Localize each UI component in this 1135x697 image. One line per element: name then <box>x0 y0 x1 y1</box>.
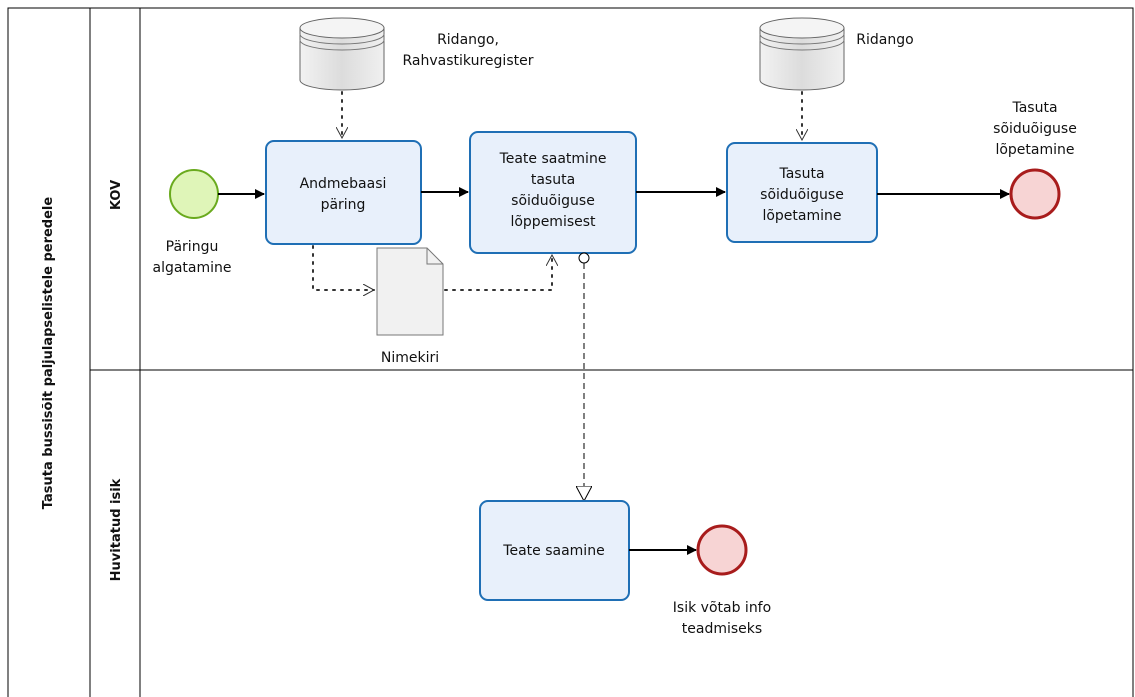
data-store-icon <box>759 28 845 91</box>
task-label: Teate saamine <box>502 543 604 559</box>
document-fold <box>426 248 443 265</box>
data-store-label: Ridango <box>856 32 913 48</box>
task-teate-saamine[interactable]: Teate saamine <box>479 500 630 601</box>
lane-label-kov: KOV <box>109 180 124 210</box>
message-flow-start-circle <box>578 252 590 264</box>
start-event-circle <box>169 169 219 219</box>
data-store-ridango-rahvastikuregister[interactable]: Ridango, Rahvastikuregister <box>299 17 534 91</box>
start-event-label-line1: Päringu <box>166 239 219 255</box>
data-store-ring <box>299 33 385 45</box>
task-label-line3: lõpetamine <box>762 208 841 224</box>
task-tasuta-soiduoiguse-lopetamine[interactable]: Tasuta sõiduõiguse lõpetamine <box>726 142 878 243</box>
sequence-flows <box>218 187 1010 199</box>
end-event-circle <box>696 524 748 576</box>
end-event-label-line2: teadmiseks <box>682 621 762 637</box>
data-associations <box>312 91 802 291</box>
task-label-line1: Andmebaasi <box>300 176 387 192</box>
task-label-line2: tasuta <box>531 172 575 188</box>
end-event-kov[interactable]: Tasuta sõiduõiguse lõpetamine <box>993 100 1077 220</box>
message-flow <box>578 252 590 501</box>
start-event-label-line2: algatamine <box>152 260 231 276</box>
data-store-ridango[interactable]: Ridango <box>759 17 914 91</box>
end-event-label-line3: lõpetamine <box>995 142 1074 158</box>
task-label-line1: Tasuta <box>778 166 824 182</box>
end-event-label-line1: Tasuta <box>1011 100 1057 116</box>
data-store-label-line1: Ridango, <box>437 32 499 48</box>
task-andmebaasi-paring[interactable]: Andmebaasi päring <box>265 140 422 245</box>
task-label-line4: lõppemisest <box>510 214 596 230</box>
data-store-label-line2: Rahvastikuregister <box>403 53 534 69</box>
lane-label-huvitatud-isik: Huvitatud isik <box>109 478 124 581</box>
data-store-ring <box>759 39 845 51</box>
data-store-ring <box>759 33 845 45</box>
task-teate-saatmine[interactable]: Teate saatmine tasuta sõiduõiguse lõppem… <box>469 131 637 254</box>
start-event[interactable]: Päringu algatamine <box>152 169 232 276</box>
pool-title: Tasuta bussisõit paljulapselistele pered… <box>41 197 56 510</box>
document-icon <box>376 247 444 336</box>
task-label-line2: sõiduõiguse <box>760 187 844 203</box>
data-store-top <box>759 17 845 39</box>
end-event-label-line2: sõiduõiguse <box>993 121 1077 137</box>
end-event-circle <box>1009 168 1061 220</box>
end-event-person[interactable]: Isik võtab info teadmiseks <box>673 524 771 637</box>
data-store-ring <box>299 39 385 51</box>
task-label-line2: päring <box>321 197 366 213</box>
task-box <box>726 142 878 243</box>
task-box <box>265 140 422 245</box>
data-object-label: Nimekiri <box>381 350 439 366</box>
data-object-nimekiri[interactable]: Nimekiri <box>376 247 444 366</box>
data-store-top <box>299 17 385 39</box>
task-label-line3: sõiduõiguse <box>511 193 595 209</box>
end-event-label-line1: Isik võtab info <box>673 600 771 616</box>
assoc-list-to-send <box>444 254 552 291</box>
task-label-line1: Teate saatmine <box>499 151 607 167</box>
data-store-icon <box>299 28 385 91</box>
